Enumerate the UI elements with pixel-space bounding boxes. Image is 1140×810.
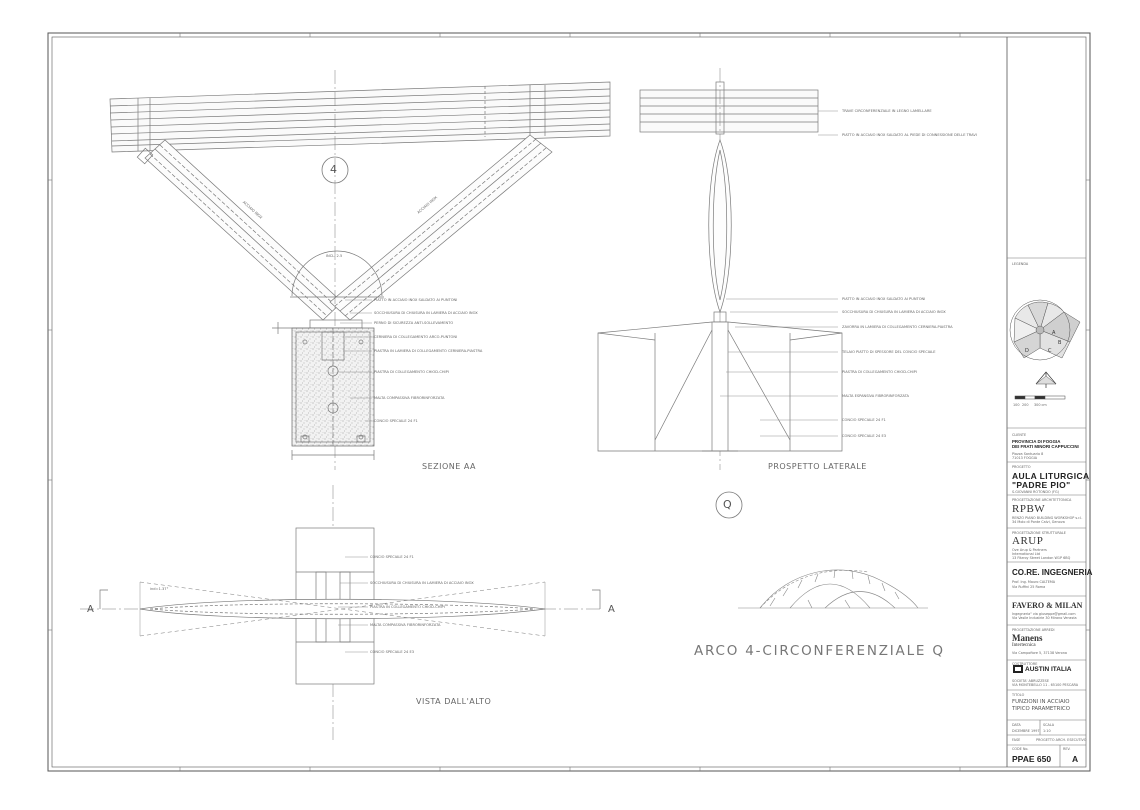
angle-dimension: ind=1.37° <box>150 587 169 591</box>
architect-name: RPBW <box>1012 503 1046 515</box>
svg-text:A: A <box>1052 330 1056 336</box>
sheet-frame <box>47 32 1091 772</box>
top-callout-3: PIASTRA IN COLLEGAMENTO CHIOD-CHIPI <box>370 605 445 609</box>
side-callout-2: SOCCHIUSURA DI CHIUSURA IN LAMIERA DI AC… <box>842 310 946 314</box>
side-callout-3: ZAVORRA IN LAMIERA DI COLLEGAMENTO CERNI… <box>842 325 953 329</box>
top-callout-2: SOCCHIUSURA DI CHIUSURA IN LAMIERA DI AC… <box>370 581 474 585</box>
side-view-title: PROSPETTO LATERALE <box>768 462 867 471</box>
firm-2-detail: Ingegneria" via giuseppe@gmail.com Via V… <box>1012 612 1077 620</box>
code-label: CODE No. <box>1012 747 1029 751</box>
firm-3-label: PROGETTAZIONE ARREDI <box>1012 628 1055 632</box>
side-top-callout-2: PIATTO IN ACCIAIO INOX SALDATO AL PIEDE … <box>842 133 977 137</box>
side-callout-8: CONCIO SPECIALE 24 E3 <box>842 434 887 438</box>
top-view-leaders <box>338 556 368 653</box>
firm-2-name: FAVERO & MILAN <box>1012 601 1083 610</box>
revision: A <box>1072 754 1079 764</box>
contractor-name: AUSTIN ITALIA <box>1025 666 1072 673</box>
aa-callout-6: PIASTRA DI COLLEGAMENTO CHIOD-CHIPI <box>374 370 449 374</box>
side-callout-1: PIATTO IN ACCIAIO INOX SALDATO AI PUNTON… <box>842 297 926 301</box>
drawing-label: TITOLO <box>1012 693 1025 697</box>
svg-text:D: D <box>1025 348 1029 354</box>
top-callout-4: MALTA COMPASSIVA FIBRORINFORZATA <box>370 623 441 627</box>
frame-ticks <box>48 33 1090 771</box>
scale-field-label: SCALA <box>1043 723 1055 727</box>
client-name: PROVINCIA DI FOGGIA DEI FRATI MINORI CAP… <box>1012 439 1079 449</box>
date-label: DATA <box>1012 723 1021 727</box>
aa-callout-1: PIATTO IN ACCIAIO INOX SALDATO AI PUNTON… <box>374 298 458 302</box>
engineering-detail: Prof. Ing. Mauro CALTEMA Via Ruffini 25 … <box>1012 580 1056 589</box>
date-value: DICEMBRE 1997 <box>1012 729 1040 733</box>
engineering-name: CO.RE. INGEGNERIA <box>1012 568 1093 577</box>
aa-callout-3: PERNO DI SICUREZZA ANTI-SOLLEVAMENTO <box>374 321 454 325</box>
key-plan: A B C D <box>1009 299 1081 361</box>
firm-3-detail: Via Campofiore 5, 37138 Verona <box>1012 651 1067 655</box>
arch-sketch <box>738 569 928 609</box>
scale-label-1: 100 <box>1013 403 1020 407</box>
firm-3-name: Manens <box>1012 633 1043 643</box>
client-label: CLIENTE <box>1012 433 1027 437</box>
structural-detail: Ove Arup & Partners International Ltd 13… <box>1012 548 1071 560</box>
side-callout-7: CONCIO SPECIALE 24 F1 <box>842 418 886 422</box>
structural-name: ARUP <box>1012 535 1044 547</box>
side-view-leaders <box>720 110 838 437</box>
arch-letter-marker: Q <box>723 498 732 511</box>
cut-marker-right: A <box>608 604 615 615</box>
top-callout-1: CONCIO SPECIALE 24 F1 <box>370 555 414 559</box>
scale-bar <box>1014 395 1066 400</box>
architect-label: PROGETTAZIONE ARCHITETTONICA <box>1012 498 1072 502</box>
drawing-title: FUNZIONI IN ACCIAIO TIPICO PARAMETRICO <box>1012 699 1070 712</box>
scale-field-value: 1:10 <box>1043 729 1051 733</box>
contractor-label: COSTRUTTORE <box>1012 662 1038 666</box>
scale-label-3: 300 cm <box>1034 403 1047 407</box>
aa-callout-4: CERNIERA DI COLLEGAMENTO ARCO-PUNTONI <box>374 335 458 339</box>
title-block-lines <box>1007 257 1086 767</box>
project-title: AULA LITURGICA <box>1012 471 1090 481</box>
structural-label: PROGETTAZIONE STRUTTURALE <box>1012 531 1066 535</box>
section-aa-view <box>109 70 611 470</box>
phase-value: PROGETTO ARCH. ESECUTIVO <box>1036 738 1087 742</box>
north-arrow-icon <box>1035 371 1057 388</box>
project-label: PROGETTO <box>1012 465 1031 469</box>
project-location: S.GIOVANNI ROTONDO (FG) <box>1012 490 1059 494</box>
section-aa-leaders <box>338 299 372 422</box>
rev-label: REV. <box>1063 747 1071 751</box>
firm-3-sub: Intertecnica <box>1012 643 1036 648</box>
aa-callout-8: CONCIO SPECIALE 24 F1 <box>374 419 418 423</box>
side-top-callout-1: TRAVE CIRCONFERENZIALE IN LEGNO LAMELLAR… <box>842 109 932 113</box>
phase-label: FASE <box>1012 738 1021 742</box>
section-aa-title: SEZIONE AA <box>422 462 477 471</box>
legend-label: LEGENDA <box>1012 262 1029 266</box>
contractor-detail: SOCIETA' ABRUZZESE VIA MONTEBELLO 11 - 6… <box>1012 679 1079 687</box>
side-callout-4: TELAIO PIATTO DI SPESSORE DEL CONCIO SPE… <box>842 350 936 354</box>
contractor-logo <box>1013 665 1023 673</box>
timber-beam <box>109 81 611 153</box>
side-view <box>597 68 843 519</box>
architect-detail: RENZO PIANO BUILDING WORKSHOP s.r.l. 34 … <box>1012 516 1083 524</box>
top-view-title: VISTA DALL'ALTO <box>416 697 492 706</box>
cut-marker-left: A <box>87 604 94 615</box>
aa-callout-5: PIASTRA IN LAMIERA DI COLLEGAMENTO CERNI… <box>374 349 483 353</box>
client-address: Piazza Santuario 8 71013 FOGGIA <box>1012 452 1044 460</box>
project-subtitle: "PADRE PIO" <box>1012 480 1071 490</box>
drawing-code: PPAE 650 <box>1012 754 1052 764</box>
scale-label-2: 200 <box>1022 403 1029 407</box>
top-view <box>80 485 601 740</box>
top-callout-5: CONCIO SPECIALE 24 E3 <box>370 650 415 654</box>
span-dimension: INCL. 2.5 <box>326 254 343 258</box>
arch-number-marker: 4 <box>330 163 337 176</box>
side-callout-5: PIASTRA DI COLLEGAMENTO CHIOD-CHIPI <box>842 370 917 374</box>
drawing-main-title: ARCO 4-CIRCONFERENZIALE Q <box>694 643 945 659</box>
svg-text:B: B <box>1058 340 1062 346</box>
side-callout-6: MALTA ESPANSIVA FIBRORINFORZATA <box>842 394 909 398</box>
right-strut <box>329 134 553 321</box>
left-strut <box>136 139 343 321</box>
aa-callout-7: MALTA COMPASSIVA FIBRORINFORZATA <box>374 396 445 400</box>
aa-callout-2: SOCCHIUSURA DI CHIUSURA IN LAMIERA DI AC… <box>374 311 478 315</box>
svg-text:C: C <box>1048 348 1052 354</box>
